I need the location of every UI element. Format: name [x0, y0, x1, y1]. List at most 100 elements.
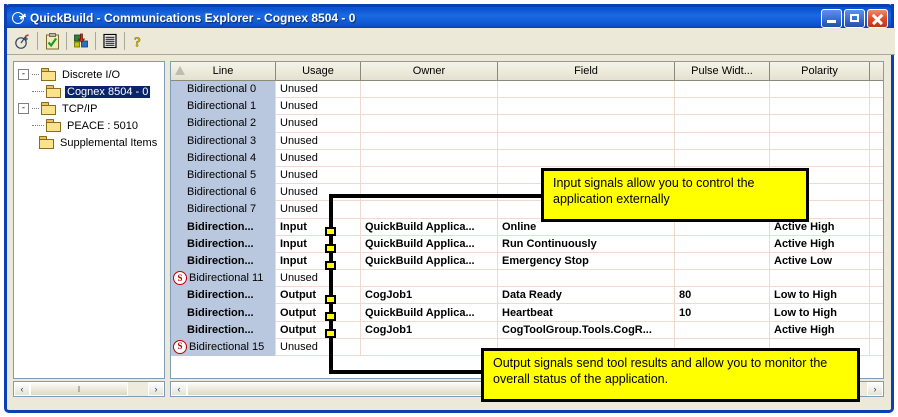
grid-cell-polarity[interactable] — [770, 114, 870, 133]
tree-node[interactable]: -Discrete I/O — [18, 66, 164, 83]
grid-cell-field[interactable]: Online — [498, 218, 675, 236]
grid-cell-pulse_width[interactable]: 80 — [675, 286, 770, 304]
minimize-button[interactable] — [821, 9, 842, 28]
grid-cell-line[interactable]: Bidirectional 1 — [171, 97, 276, 115]
grid-cell-field[interactable]: Heartbeat — [498, 303, 675, 322]
grid-cell-pulse_width[interactable]: 10 — [675, 303, 770, 322]
input-signals-callout[interactable]: Input signals allow you to control the a… — [541, 168, 809, 222]
grid-cell-owner[interactable] — [361, 166, 498, 184]
grid-cell-field[interactable] — [498, 80, 675, 98]
grid-cell-usage[interactable]: Input — [276, 235, 361, 253]
tree-hscrollbar[interactable]: ‹ ‖ › — [13, 381, 165, 397]
grid-cell-blank[interactable] — [870, 270, 883, 287]
tree-node[interactable]: Supplemental Items — [18, 134, 164, 151]
grid-cell-blank[interactable] — [870, 201, 883, 218]
grid-cell-pulse_width[interactable] — [675, 132, 770, 150]
grid-cell-polarity[interactable] — [770, 183, 870, 201]
grid-cell-line[interactable]: Bidirection... — [171, 303, 276, 322]
grid-cell-line[interactable]: Bidirection... — [171, 286, 276, 304]
grid-cell-field[interactable] — [498, 338, 675, 356]
grid-scroll-right-button[interactable]: › — [867, 382, 883, 396]
blocks-icon[interactable] — [69, 30, 93, 52]
grid-cell-blank[interactable] — [870, 149, 883, 166]
grid-cell-owner[interactable] — [361, 269, 498, 287]
grid-cell-polarity[interactable]: Active Low — [770, 252, 870, 270]
grid-cell-owner[interactable] — [361, 183, 498, 201]
grid-cell-polarity[interactable] — [770, 200, 870, 218]
grid-cell-polarity[interactable]: Active High — [770, 235, 870, 253]
grid-cell-pulse_width[interactable] — [675, 252, 770, 270]
grid-cell-field[interactable]: Run Continuously — [498, 235, 675, 253]
grid-cell-field[interactable]: Data Ready — [498, 286, 675, 304]
tree-node[interactable]: -TCP/IP — [18, 100, 164, 117]
grid-cell-polarity[interactable]: Active High — [770, 218, 870, 236]
tree-node-label[interactable]: Cognex 8504 - 0 — [65, 85, 151, 98]
tree-scroll-thumb[interactable]: ‖ — [30, 382, 128, 396]
checklist-icon[interactable] — [40, 30, 64, 52]
grid-cell-blank[interactable] — [870, 184, 883, 201]
grid-column-header-line[interactable]: Line — [171, 62, 276, 80]
grid-cell-pulse_width[interactable] — [675, 218, 770, 236]
grid-column-header-polarity[interactable]: Polarity — [770, 62, 870, 80]
grid-cell-line[interactable]: Bidirection... — [171, 252, 276, 270]
grid-cell-field[interactable]: CogToolGroup.Tools.CogR... — [498, 321, 675, 339]
tree-expander-toggle[interactable]: - — [18, 69, 29, 80]
grid-cell-polarity[interactable] — [770, 132, 870, 150]
grid-cell-usage[interactable]: Unused — [276, 149, 361, 167]
close-button[interactable] — [867, 9, 888, 28]
grid-cell-usage[interactable]: Unused — [276, 269, 361, 287]
grid-cell-usage[interactable]: Unused — [276, 114, 361, 133]
grid-cell-usage[interactable]: Unused — [276, 80, 361, 98]
grid-cell-polarity[interactable] — [770, 97, 870, 115]
tree-node-label[interactable]: Supplemental Items — [60, 136, 158, 149]
grid-cell-usage[interactable]: Unused — [276, 166, 361, 184]
grid-cell-blank[interactable] — [870, 132, 883, 149]
grid-cell-field[interactable] — [498, 132, 675, 150]
list-icon[interactable] — [98, 30, 122, 52]
grid-cell-polarity[interactable] — [770, 338, 870, 356]
grid-cell-pulse_width[interactable] — [675, 149, 770, 167]
grid-cell-owner[interactable] — [361, 338, 498, 356]
grid-cell-usage[interactable]: Output — [276, 286, 361, 304]
grid-cell-owner[interactable] — [361, 97, 498, 115]
grid-cell-blank[interactable] — [870, 287, 883, 304]
grid-cell-owner[interactable]: QuickBuild Applica... — [361, 303, 498, 322]
grid-cell-pulse_width[interactable] — [675, 97, 770, 115]
grid-cell-usage[interactable]: Output — [276, 321, 361, 339]
grid-cell-owner[interactable] — [361, 80, 498, 98]
tree-node-label[interactable]: PEACE : 5010 — [67, 119, 138, 132]
grid-column-header-field[interactable]: Field — [498, 62, 675, 80]
grid-cell-field[interactable] — [498, 114, 675, 133]
grid-cell-line[interactable]: Bidirection... — [171, 235, 276, 253]
grid-cell-polarity[interactable]: Low to High — [770, 286, 870, 304]
grid-cell-line[interactable]: Bidirectional 0 — [171, 80, 276, 98]
grid-cell-polarity[interactable] — [770, 269, 870, 287]
grid-cell-line[interactable]: Bidirectional 7 — [171, 200, 276, 218]
grid-cell-usage[interactable]: Input — [276, 218, 361, 236]
grid-cell-owner[interactable]: QuickBuild Applica... — [361, 235, 498, 253]
grid-cell-usage[interactable]: Unused — [276, 183, 361, 201]
grid-cell-owner[interactable] — [361, 200, 498, 218]
grid-cell-blank[interactable] — [870, 321, 883, 338]
grid-cell-field[interactable]: Emergency Stop — [498, 252, 675, 270]
grid-cell-usage[interactable]: Unused — [276, 338, 361, 356]
grid-cell-polarity[interactable] — [770, 166, 870, 184]
grid-cell-polarity[interactable] — [770, 149, 870, 167]
grid-cell-line[interactable]: Bidirection... — [171, 321, 276, 339]
output-signals-callout[interactable]: Output signals send tool results and all… — [481, 348, 860, 402]
title-bar[interactable]: QuickBuild - Communications Explorer - C… — [4, 4, 894, 28]
tree-scroll-left-button[interactable]: ‹ — [14, 382, 30, 396]
grid-cell-field[interactable] — [498, 97, 675, 115]
grid-column-header-pulse-widt[interactable]: Pulse Widt... — [675, 62, 770, 80]
tree-scroll-track[interactable]: ‖ — [30, 382, 148, 396]
